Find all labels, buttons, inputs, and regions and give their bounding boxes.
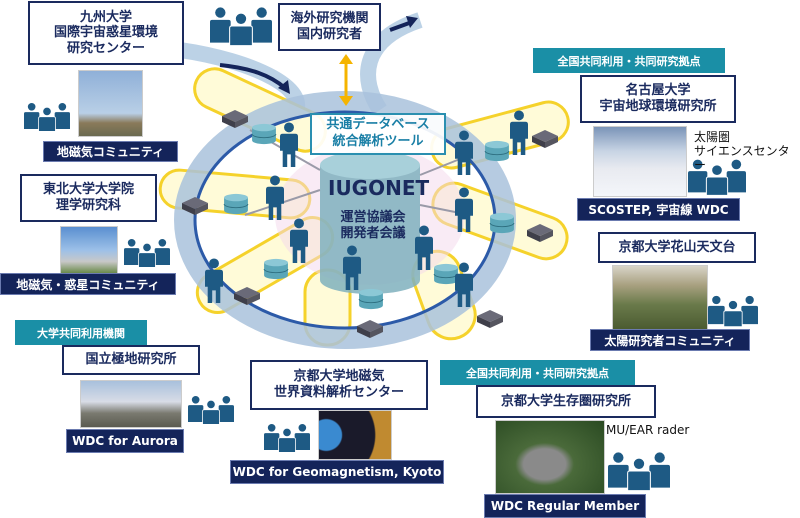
- nagoya-box: 名古屋大学 宇宙地球環境研究所: [580, 75, 736, 123]
- overseas-line-2: 国内研究者: [296, 27, 362, 42]
- nagoya-line-2: 宇宙地球環境研究所: [599, 99, 717, 114]
- nipr-community-label: WDC for Aurora: [66, 429, 184, 453]
- tohoku-photo: [60, 226, 118, 274]
- tohoku-community-label: 地磁気・惑星コミュニティ: [0, 273, 176, 295]
- rish-box: 京都大学生存圏研究所: [476, 385, 656, 418]
- overseas-line-1: 海外研究機関: [290, 11, 369, 27]
- inflow-arrow: [219, 63, 287, 90]
- kwasan-photo: [612, 265, 708, 331]
- kyoto-geomag-box: 京都大学地磁気 世界資料解析センター: [250, 360, 428, 410]
- council-label: 運営協議会 開発者会議: [335, 210, 411, 243]
- rish-name: 京都大学生存圏研究所: [500, 393, 631, 409]
- iugonet-title: IUGONET: [328, 176, 430, 200]
- nagoya-line-1: 名古屋大学: [625, 83, 691, 99]
- rish-community-label: WDC Regular Member: [484, 494, 646, 518]
- kyushu-community-label: 地磁気コミュニティ: [43, 141, 178, 162]
- kyoto-geomag-line-1: 京都大学地磁気: [293, 369, 385, 385]
- nipr-badge: 大学共同利用機関: [15, 320, 147, 345]
- kyushu-line-1: 九州大学: [79, 9, 132, 25]
- kwasan-community-label: 太陽研究者コミュニティ: [590, 329, 750, 351]
- nipr-photo: [80, 380, 182, 428]
- kyoto-geomag-photo: [318, 410, 392, 460]
- tohoku-line-2: 理学研究科: [55, 198, 121, 213]
- tohoku-line-1: 東北大学大学院: [42, 182, 134, 198]
- nipr-box: 国立極地研究所: [62, 345, 200, 375]
- tohoku-box: 東北大学大学院 理学研究科: [20, 174, 157, 222]
- outflow-arrow: [389, 20, 413, 32]
- nagoya-note: 太陽圏 サイエンスセンター: [694, 130, 800, 172]
- rish-note: MU/EAR rader: [606, 423, 690, 437]
- council-line-2: 開発者会議: [340, 226, 406, 242]
- kyoto-geomag-community-label: WDC for Geomagnetism, Kyoto: [230, 460, 444, 484]
- kyushu-photo: [78, 70, 143, 137]
- nagoya-community-label: SCOSTEP, 宇宙線 WDC: [577, 198, 740, 221]
- rish-photo: [495, 420, 605, 494]
- nagoya-note-line-1: 太陽圏: [694, 130, 731, 144]
- kwasan-name: 京都大学花山天文台: [618, 239, 736, 255]
- council-line-1: 運営協議会: [340, 210, 406, 225]
- nipr-name: 国立極地研究所: [85, 352, 177, 368]
- nagoya-badge: 全国共同利用・共同研究拠点: [533, 48, 725, 73]
- kyoto-geomag-line-2: 世界資料解析センター: [273, 385, 404, 400]
- exchange-arrow: [339, 54, 353, 106]
- database-line-1: 共通データベース: [326, 117, 430, 133]
- common-database-box: 共通データベース 統合解析ツール: [310, 113, 446, 155]
- kyushu-line-2: 国際宇宙惑星環境: [53, 25, 158, 41]
- overseas-researchers-box: 海外研究機関 国内研究者: [278, 3, 381, 51]
- kyushu-line-3: 研究センター: [66, 40, 145, 56]
- kwasan-box: 京都大学花山天文台: [598, 232, 756, 263]
- nagoya-photo: [593, 126, 687, 197]
- database-line-2: 統合解析ツール: [332, 134, 424, 149]
- rish-badge: 全国共同利用・共同研究拠点: [440, 360, 635, 385]
- nagoya-note-line-2: サイエンスセンター: [694, 143, 790, 172]
- kyushu-box: 九州大学 国際宇宙惑星環境 研究センター: [28, 1, 184, 65]
